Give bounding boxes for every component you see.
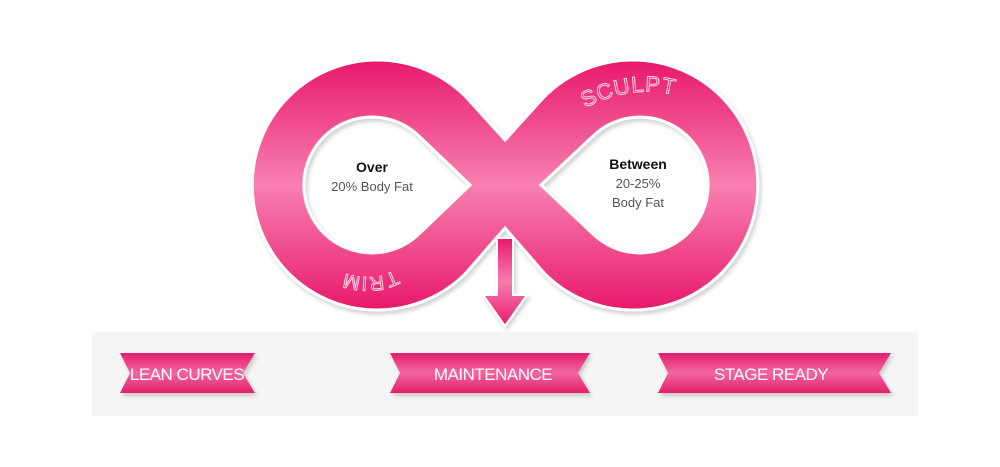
ribbon-lean-curves <box>120 353 255 393</box>
left-loop-title: Over <box>356 159 388 175</box>
ribbon-maintenance <box>390 353 590 393</box>
infinity-loop <box>250 58 760 312</box>
left-loop-detail: 20% Body Fat <box>331 179 413 194</box>
right-loop-detail-line2: Body Fat <box>612 195 664 210</box>
ribbon-label: STAGE READY <box>714 365 828 384</box>
ribbon-stage-ready <box>658 353 891 393</box>
right-loop-detail-line1: 20-25% <box>616 176 661 191</box>
ribbon-label: LEAN CURVES <box>130 365 244 384</box>
ribbon-label: MAINTENANCE <box>434 365 552 384</box>
down-arrow-icon <box>481 237 529 328</box>
right-loop-title: Between <box>609 156 667 172</box>
